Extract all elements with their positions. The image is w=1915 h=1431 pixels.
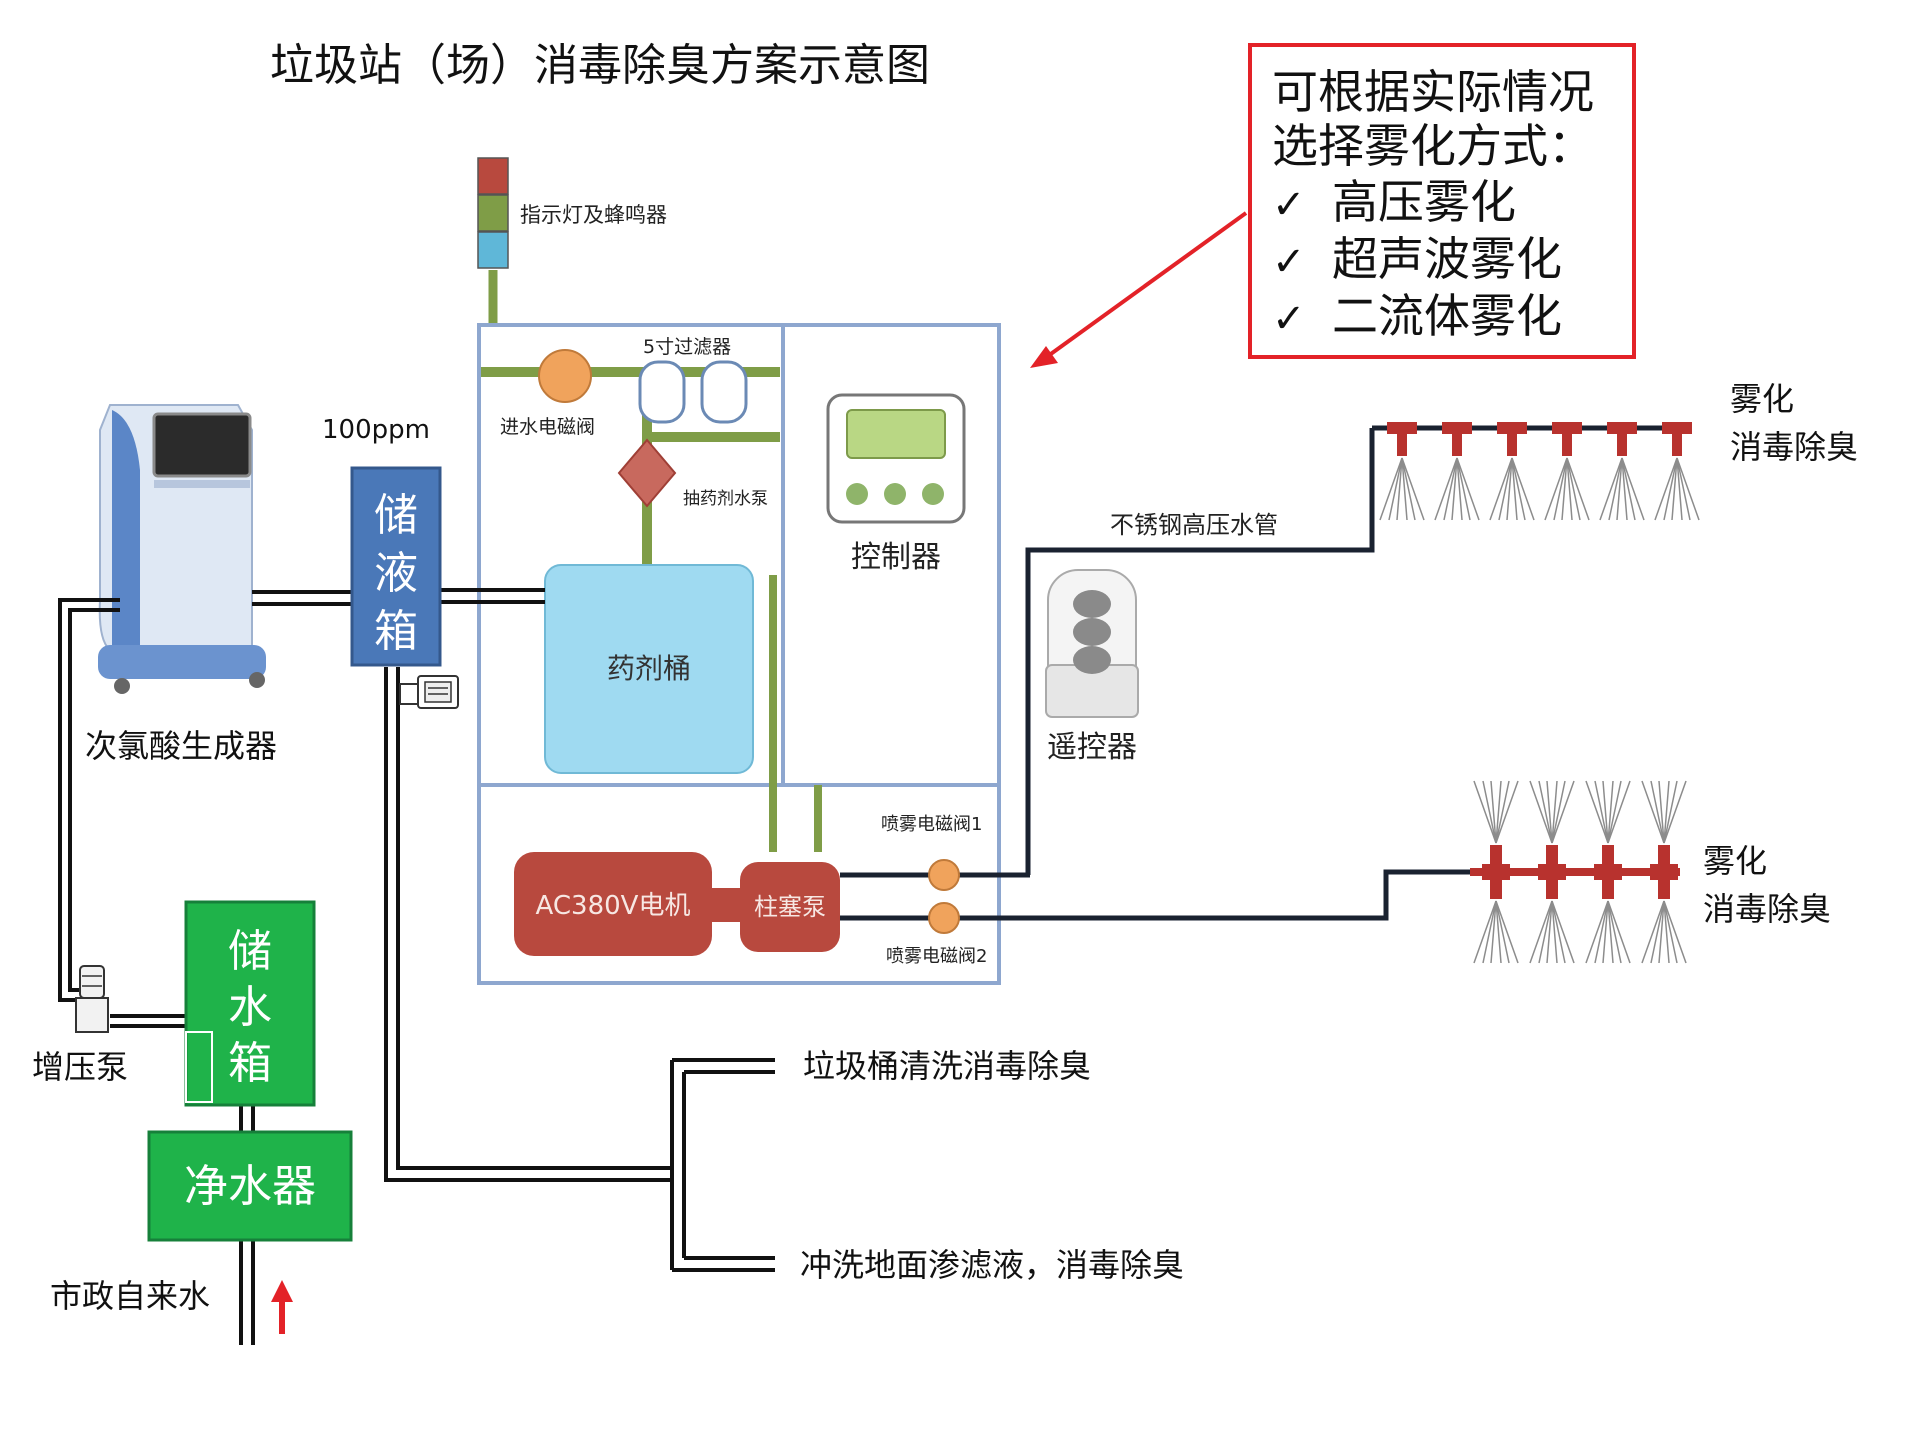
controller-button <box>922 483 944 505</box>
filter-label: 5寸过滤器 <box>643 336 731 358</box>
remote-button <box>1073 646 1111 674</box>
storage-tank-char: 箱 <box>374 606 418 657</box>
note-pointer-arrow <box>1030 211 1248 368</box>
spray-nozzle-icon <box>1654 422 1700 521</box>
note-line-2: 选择雾化方式： <box>1272 119 1594 173</box>
atomization-note: 可根据实际情况 选择雾化方式： ✓ 高压雾化 ✓ 超声波雾化 ✓ 二流体雾化 <box>1248 43 1636 359</box>
spray-nozzle-icon <box>1544 422 1590 521</box>
plunger-pump-label: 柱塞泵 <box>754 893 826 921</box>
spray-valve-2-label: 喷雾电磁阀2 <box>886 946 987 967</box>
concentration-label: 100ppm <box>322 415 430 445</box>
spray-nozzle-icon <box>1585 780 1631 964</box>
check-icon: ✓ <box>1272 296 1306 342</box>
nozzle-lower-label-1: 雾化 <box>1703 842 1767 880</box>
flow-meter-icon <box>399 675 459 709</box>
controller-button <box>846 483 868 505</box>
dosing-pump-icon <box>617 438 677 508</box>
spray-nozzle-icon <box>1529 780 1575 964</box>
purifier-label: 净水器 <box>184 1161 316 1212</box>
spray-nozzle-icon <box>1434 422 1480 521</box>
water-storage-tank: 储 水 箱 <box>184 900 316 1107</box>
chemical-bucket-label: 药剂桶 <box>607 652 691 685</box>
water-tank-char: 箱 <box>228 1038 272 1089</box>
diagram-title: 垃圾站（场）消毒除臭方案示意图 <box>270 40 930 91</box>
spray-nozzle-icon <box>1473 780 1519 964</box>
indicator-label: 指示灯及蜂鸣器 <box>520 203 667 227</box>
storage-tank-char: 液 <box>374 548 418 599</box>
filter-icon <box>700 360 748 424</box>
remote-button <box>1073 618 1111 646</box>
dosing-pump-label: 抽药剂水泵 <box>683 489 768 509</box>
inflow-arrow-icon <box>271 1280 293 1334</box>
supply-pipes <box>58 588 775 1345</box>
booster-pump-label: 增压泵 <box>32 1048 128 1086</box>
inlet-valve-icon <box>538 349 592 403</box>
spray-nozzle-icon <box>1599 422 1645 521</box>
note-option-1: 高压雾化 <box>1332 175 1516 229</box>
hypochlorous-generator: 次氯酸生成器 <box>85 404 277 765</box>
bin-wash-outlet-label: 垃圾桶清洗消毒除臭 <box>803 1047 1091 1085</box>
spray-valve-2-icon <box>928 902 960 934</box>
spray-nozzle-icon <box>1489 422 1535 521</box>
nozzle-upper-label-1: 雾化 <box>1730 380 1794 418</box>
booster-pump-icon <box>79 965 105 999</box>
high-pressure-pipes: 不锈钢高压水管 <box>1025 428 1470 921</box>
indicator-light-tower: 指示灯及蜂鸣器 <box>477 157 667 325</box>
nozzle-manifold-lower: 雾化 消毒除臭 <box>1470 780 1831 964</box>
inlet-valve-label: 进水电磁阀 <box>500 416 595 438</box>
remote-control: 遥控器 <box>1045 569 1139 765</box>
controller-button <box>884 483 906 505</box>
pipe-label: 不锈钢高压水管 <box>1110 511 1278 539</box>
floor-wash-outlet-label: 冲洗地面渗滤液，消毒除臭 <box>800 1246 1184 1284</box>
tap-water-label: 市政自来水 <box>50 1277 210 1315</box>
storage-tank-char: 储 <box>374 490 418 541</box>
nozzle-upper-label-2: 消毒除臭 <box>1730 428 1858 466</box>
generator-label: 次氯酸生成器 <box>85 727 277 765</box>
booster-pump: 增压泵 <box>32 965 128 1086</box>
motor-label: AC380V电机 <box>536 891 691 921</box>
generator-screen <box>152 412 252 478</box>
water-purifier: 净水器 <box>147 1130 353 1242</box>
note-line-1: 可根据实际情况 <box>1272 65 1594 119</box>
spray-valve-1-label: 喷雾电磁阀1 <box>881 814 982 835</box>
note-border <box>1248 43 1636 359</box>
liquid-storage-tank: 100ppm 储 液 箱 <box>322 415 442 667</box>
remote-button <box>1073 590 1111 618</box>
nozzle-manifold-upper: 雾化 消毒除臭 <box>1372 380 1858 521</box>
spray-valve-1-icon <box>928 859 960 891</box>
check-icon: ✓ <box>1272 239 1306 285</box>
controller-screen <box>846 409 946 459</box>
motor <box>514 852 712 956</box>
nozzle-lower-label-2: 消毒除臭 <box>1703 890 1831 928</box>
water-tank-char: 水 <box>228 982 272 1033</box>
note-option-3: 二流体雾化 <box>1332 289 1562 343</box>
filter-icon <box>638 360 686 424</box>
controller-label: 控制器 <box>851 540 941 575</box>
spray-nozzle-icon <box>1641 780 1687 964</box>
water-tank-char: 储 <box>228 926 272 977</box>
plunger-pump <box>740 862 840 952</box>
spray-nozzle-icon <box>1379 422 1425 521</box>
chemical-bucket <box>544 564 754 774</box>
remote-label: 遥控器 <box>1047 730 1137 765</box>
check-icon: ✓ <box>1272 182 1306 228</box>
note-option-2: 超声波雾化 <box>1332 232 1562 286</box>
machine-cabinet: 进水电磁阀 5寸过滤器 抽药剂水泵 药剂桶 控制器 AC380V电机 柱塞泵 喷… <box>477 323 1030 985</box>
